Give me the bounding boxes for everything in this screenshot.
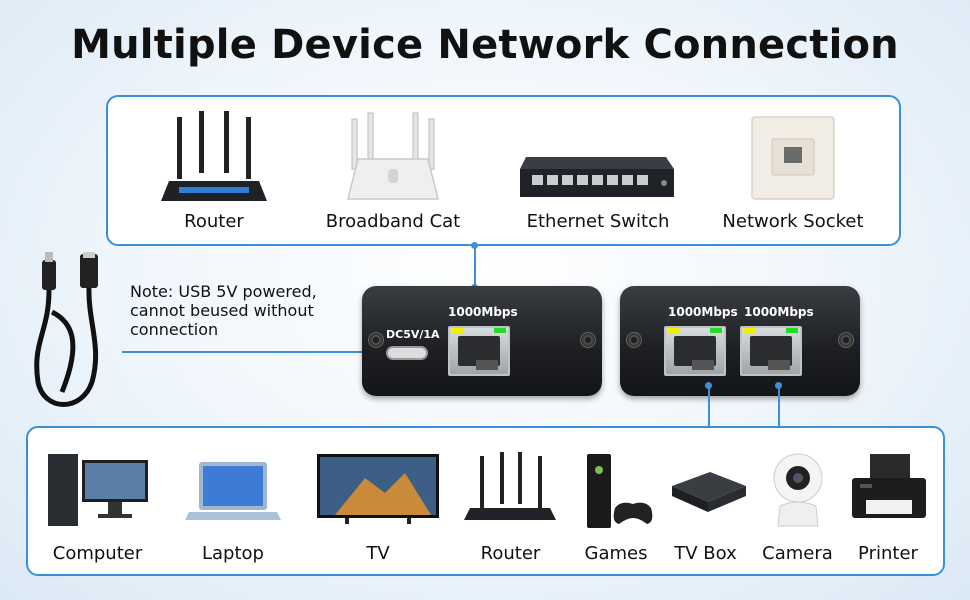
bottom-device-label: Games: [584, 543, 648, 564]
bottom-device-computer: Computer: [40, 448, 155, 568]
ethernet-port[interactable]: [448, 326, 510, 376]
ethernet-switch-icon: [520, 157, 674, 197]
power-input-label: DC5V/1A: [386, 328, 440, 341]
screw-icon: [626, 332, 642, 348]
top-device-label: Ethernet Switch: [526, 211, 670, 232]
connector-dot: [471, 242, 478, 249]
port-speed-label: 1000Mbps: [744, 305, 814, 319]
desktop-computer-icon: [48, 454, 148, 526]
top-device-ethernet-switch: Ethernet Switch: [513, 109, 683, 239]
bottom-device-label: TV Box: [674, 543, 737, 564]
top-device-label: Network Socket: [722, 211, 864, 232]
wifi-router-icon: [161, 111, 267, 201]
bottom-device-label: Computer: [52, 543, 143, 564]
screw-icon: [368, 332, 384, 348]
upstream-devices-panel: Router Broadband Cat Ethernet Switch: [106, 95, 901, 246]
camera-icon: [773, 453, 823, 527]
note-connector-line: [122, 351, 367, 353]
port-speed-label: 1000Mbps: [668, 305, 738, 319]
usb-cable-icon: [34, 252, 99, 407]
tv-box-icon: [672, 472, 746, 512]
bottom-device-label: Router: [480, 543, 541, 564]
bottom-device-router: Router: [458, 448, 563, 568]
router-icon: [464, 452, 556, 520]
power-note: Note: USB 5V powered, cannot beused with…: [130, 282, 317, 339]
connector-dot: [775, 382, 782, 389]
tv-icon: [317, 454, 439, 524]
bottom-device-label: Printer: [858, 543, 918, 564]
connector-dot: [705, 382, 712, 389]
connector-line: [474, 246, 476, 286]
bottom-device-tv: TV: [313, 448, 443, 568]
top-device-label: Broadband Cat: [325, 211, 461, 232]
ethernet-port-2[interactable]: [740, 326, 802, 376]
bottom-device-laptop: Laptop: [178, 448, 288, 568]
screw-icon: [580, 332, 596, 348]
laptop-icon: [185, 462, 281, 520]
usb-c-port[interactable]: [386, 346, 428, 360]
network-socket-icon: [751, 116, 835, 200]
screw-icon: [838, 332, 854, 348]
bottom-device-label: Camera: [762, 543, 833, 564]
top-device-broadband-cat: Broadband Cat: [318, 109, 468, 239]
ethernet-port-1[interactable]: [664, 326, 726, 376]
bottom-device-label: TV: [366, 543, 390, 564]
page-title: Multiple Device Network Connection: [71, 22, 899, 68]
broadband-modem-icon: [347, 112, 439, 200]
port-speed-label: 1000Mbps: [448, 305, 518, 319]
top-device-router: Router: [154, 109, 274, 239]
bottom-device-label: Laptop: [202, 543, 264, 564]
bottom-device-printer: Printer: [843, 448, 933, 568]
top-device-network-socket: Network Socket: [713, 109, 873, 239]
bottom-device-tv-box: TV Box: [658, 448, 753, 568]
connector-line: [708, 388, 710, 426]
connector-line: [778, 388, 780, 426]
game-console-icon: [587, 454, 653, 528]
printer-icon: [852, 454, 926, 518]
bottom-device-games: Games: [576, 448, 656, 568]
client-devices-panel: Computer Laptop TV Router: [26, 426, 945, 576]
bottom-device-camera: Camera: [750, 448, 845, 568]
usb-ethernet-adapter: 1000Mbps DC5V/1A: [362, 286, 602, 396]
ethernet-switch-adapter: 1000Mbps 1000Mbps: [620, 286, 860, 396]
top-device-label: Router: [184, 211, 244, 232]
